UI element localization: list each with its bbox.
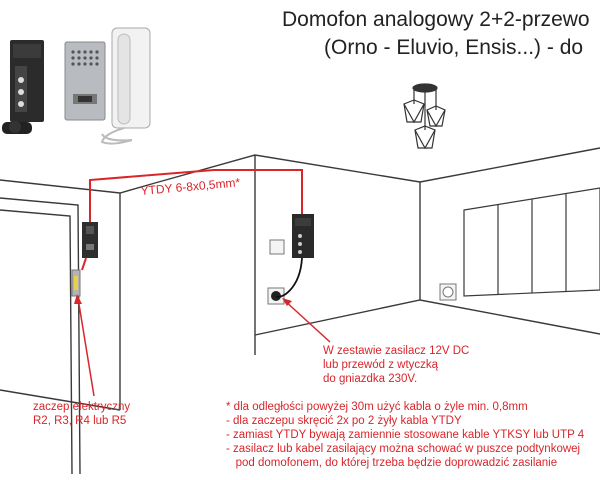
arrow-to-strike	[74, 294, 95, 397]
strike-cable	[81, 257, 87, 271]
wall-outlet-side	[439, 283, 457, 301]
outdoor-station	[82, 222, 98, 258]
footnote-line: pod domofonem, do której trzeba będzie d…	[226, 457, 558, 469]
footnote-line: * dla odległości powyżej 30m użyć kabla …	[226, 401, 528, 413]
footnote-line: - zamiast YTDY bywają zamiennie stosowan…	[226, 429, 585, 441]
power-cable	[275, 257, 303, 298]
strike-note-line: R2, R3, R4 lub R5	[33, 415, 127, 427]
diagram-title-line-2: (Orno - Eluvio, Ensis...) - do	[324, 36, 584, 59]
footnote-line: - dla zaczepu skręcić 2x po 2 żyły kabla…	[226, 415, 462, 427]
strike-note-line: zaczep elektryczny	[33, 401, 131, 413]
room-walls	[0, 147, 600, 411]
ytdy-cable	[89, 169, 303, 222]
arrow-to-outlet	[282, 298, 331, 343]
entrance-door	[0, 197, 81, 475]
diagram-title-line-1: Domofon analogowy 2+2-przewo	[282, 8, 590, 31]
pendant-lamp	[403, 83, 446, 150]
light-switch	[269, 239, 285, 255]
power-note-line: do gniazdka 230V.	[323, 373, 418, 385]
footnotes: * dla odległości powyżej 30m użyć kabla …	[226, 400, 584, 470]
electric-strike-note: zaczep elektryczny R2, R3, R4 lub R5	[33, 400, 130, 428]
footnote-line: - zasilacz lub kabel zasilający można sc…	[226, 443, 581, 455]
electric-strike	[71, 269, 81, 297]
handset-intercom-photo	[100, 27, 151, 145]
power-supply-note: W zestawie zasilacz 12V DC lub przewód z…	[323, 344, 469, 386]
indoor-monitor-photo	[2, 40, 44, 134]
power-note-line: lub przewód z wtyczką	[323, 359, 439, 371]
window	[463, 187, 600, 297]
outdoor-panel-photo	[64, 41, 106, 121]
power-note-line: W zestawie zasilacz 12V DC	[323, 345, 470, 357]
indoor-station	[292, 214, 314, 258]
